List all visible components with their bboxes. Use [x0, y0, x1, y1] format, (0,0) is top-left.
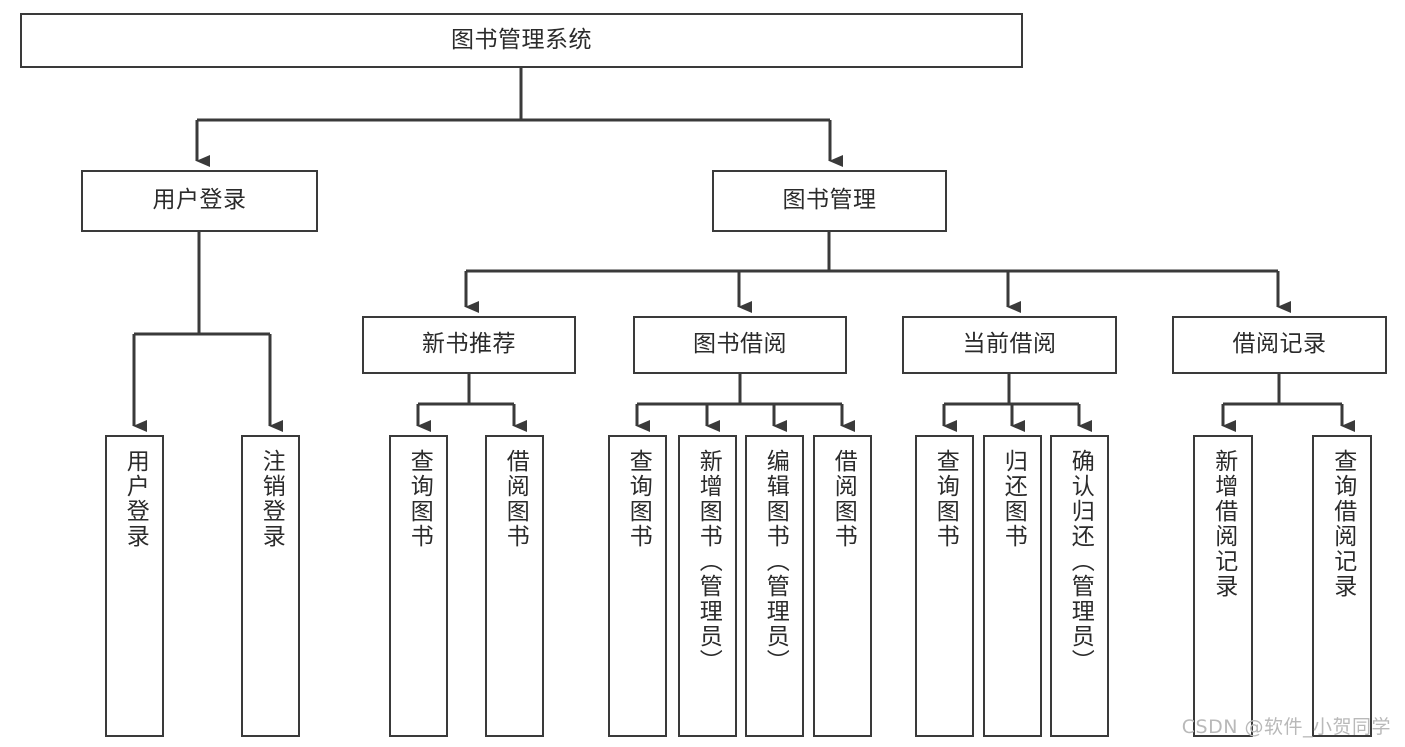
leaf-user-logout[interactable]: 注销登录 [241, 435, 300, 737]
node-user-login[interactable]: 用户登录 [81, 170, 318, 232]
node-label: 查询图书 [406, 449, 433, 549]
node-label: 借阅记录 [1232, 331, 1327, 358]
node-label: 查询图书 [625, 449, 652, 549]
node-current-borrow[interactable]: 当前借阅 [902, 316, 1117, 374]
node-label: 新书推荐 [422, 331, 516, 358]
node-label: 新增借阅记录 [1210, 449, 1237, 599]
node-label: 新增图书（管理员） [695, 449, 722, 674]
node-label: 图书管理系统 [451, 26, 592, 53]
node-label: 注销登录 [258, 449, 285, 549]
leaf-add-book[interactable]: 新增图书（管理员） [678, 435, 737, 737]
leaf-borrow-book-1[interactable]: 借阅图书 [485, 435, 544, 737]
leaf-query-book-1[interactable]: 查询图书 [389, 435, 448, 737]
node-book-borrow[interactable]: 图书借阅 [633, 316, 847, 374]
node-label: 图书管理 [782, 187, 877, 214]
node-label: 当前借阅 [962, 331, 1057, 358]
node-label: 借阅图书 [502, 449, 529, 549]
node-label: 用户登录 [122, 449, 149, 549]
leaf-return-book[interactable]: 归还图书 [983, 435, 1042, 737]
node-label: 确认归还（管理员） [1067, 449, 1094, 674]
leaf-query-book-2[interactable]: 查询图书 [608, 435, 667, 737]
leaf-edit-book[interactable]: 编辑图书（管理员） [745, 435, 804, 737]
node-label: 查询借阅记录 [1329, 449, 1356, 599]
leaf-add-record[interactable]: 新增借阅记录 [1193, 435, 1253, 737]
node-label: 编辑图书（管理员） [762, 449, 789, 674]
node-label: 用户登录 [152, 187, 247, 214]
leaf-confirm-return[interactable]: 确认归还（管理员） [1050, 435, 1109, 737]
node-label: 图书借阅 [693, 331, 787, 358]
node-label: 归还图书 [1000, 449, 1027, 549]
watermark: CSDN @软件_小贺同学 [1181, 716, 1391, 738]
node-book-manage[interactable]: 图书管理 [712, 170, 947, 232]
leaf-query-record[interactable]: 查询借阅记录 [1312, 435, 1372, 737]
leaf-query-book-3[interactable]: 查询图书 [915, 435, 974, 737]
leaf-user-login[interactable]: 用户登录 [105, 435, 164, 737]
node-new-book-rec[interactable]: 新书推荐 [362, 316, 576, 374]
node-label: 借阅图书 [830, 449, 857, 549]
node-borrow-record[interactable]: 借阅记录 [1172, 316, 1387, 374]
node-label: 查询图书 [932, 449, 959, 549]
node-root[interactable]: 图书管理系统 [20, 13, 1023, 68]
leaf-borrow-book-2[interactable]: 借阅图书 [813, 435, 872, 737]
